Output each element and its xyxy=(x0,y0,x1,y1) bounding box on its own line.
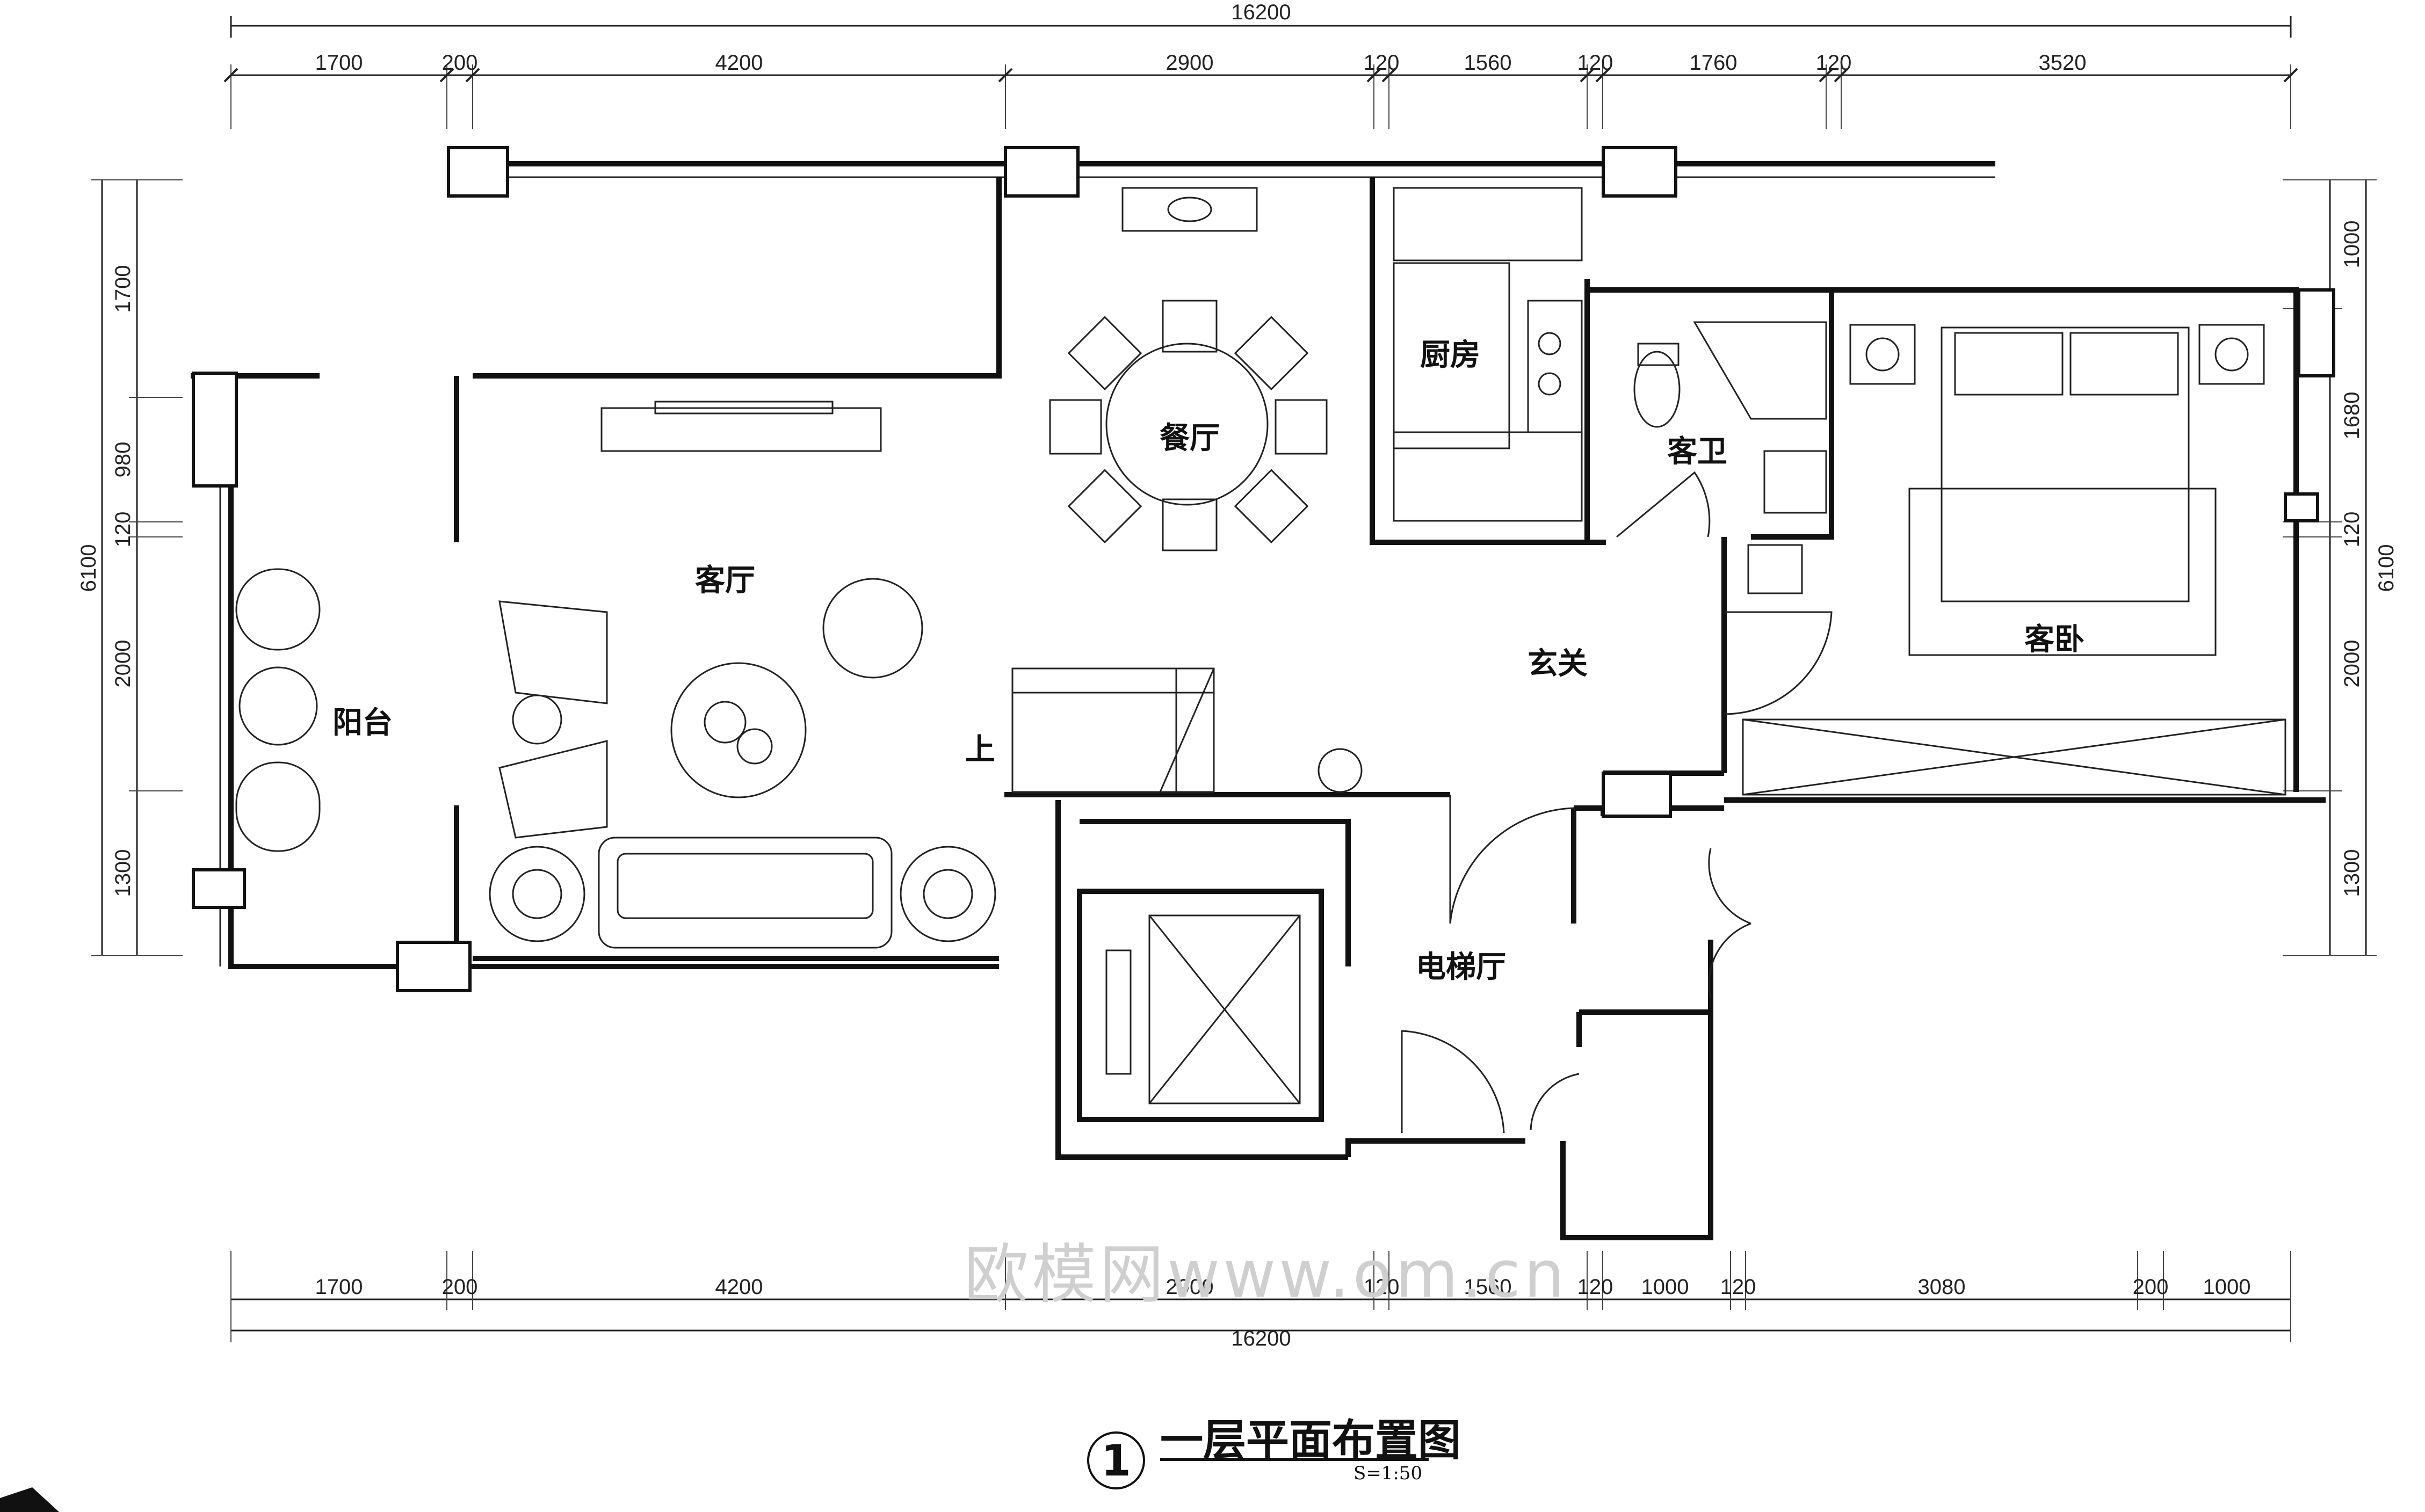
room-label-guest-bedroom: 客卧 xyxy=(2024,622,2084,657)
furniture xyxy=(235,187,2286,1133)
dim-bottom-7: 120 xyxy=(1577,1275,1613,1299)
dim-bottom-3: 4200 xyxy=(715,1275,763,1299)
dim-bottom-9: 120 xyxy=(1720,1275,1756,1299)
corner-marker xyxy=(0,1487,59,1512)
dim-left-total: 6100 xyxy=(77,544,100,592)
drawing-number-circle xyxy=(1087,1431,1145,1489)
drawing-title: 一层平面布置图 xyxy=(1160,1415,1461,1465)
room-label-entrance: 玄关 xyxy=(1528,646,1588,681)
dim-top-10: 3520 xyxy=(2039,51,2087,75)
dim-right-4: 2000 xyxy=(2340,640,2364,688)
dimension-text: 16200 1700 200 4200 2900 120 1560 120 17… xyxy=(77,1,2398,1350)
dim-left-2: 980 xyxy=(111,442,135,478)
dim-top-total: 16200 xyxy=(1231,1,1291,24)
dimension-lines xyxy=(91,16,2377,1342)
dim-right-2: 1680 xyxy=(2340,392,2364,440)
dim-right-1: 1000 xyxy=(2340,221,2364,268)
title-block: 1 一层平面布置图 S=1:50 xyxy=(1087,1415,1461,1489)
room-label-guest-bath: 客卫 xyxy=(1667,434,1727,469)
dim-bottom-6: 1560 xyxy=(1464,1275,1512,1299)
dim-bottom-8: 1000 xyxy=(1641,1275,1689,1299)
room-labels: 阳台 客厅 餐厅 厨房 客卫 玄关 客卧 电梯厅 上 xyxy=(332,338,2084,985)
dim-bottom-1: 1700 xyxy=(315,1275,363,1299)
dim-bottom-10: 3080 xyxy=(1918,1275,1966,1299)
dim-left-4: 2000 xyxy=(111,640,135,688)
dim-bottom-4: 2900 xyxy=(1166,1275,1214,1299)
walls xyxy=(191,161,2326,1240)
dim-top-1: 1700 xyxy=(315,51,363,75)
room-label-balcony: 阳台 xyxy=(332,706,393,740)
dim-top-9: 120 xyxy=(1816,51,1852,75)
dim-right-5: 1300 xyxy=(2340,849,2364,897)
dim-bottom-12: 1000 xyxy=(2203,1275,2251,1299)
room-label-kitchen: 厨房 xyxy=(1420,338,1480,373)
dim-top-7: 120 xyxy=(1577,51,1613,75)
dim-bottom-2: 200 xyxy=(442,1275,478,1299)
room-label-living: 客厅 xyxy=(695,563,755,598)
dim-right-3: 120 xyxy=(2340,512,2364,548)
drawing-number: 1 xyxy=(1101,1436,1131,1486)
room-label-elevator-hall: 电梯厅 xyxy=(1416,950,1506,985)
room-label-dining: 餐厅 xyxy=(1160,421,1220,456)
dim-left-1: 1700 xyxy=(111,265,135,313)
watermark: 欧模网www.om.cn xyxy=(964,1238,1568,1312)
dim-right-total: 6100 xyxy=(2375,544,2398,592)
drawing-scale: S=1:50 xyxy=(1353,1463,1422,1484)
dim-left-5: 1300 xyxy=(111,849,135,897)
dim-top-2: 200 xyxy=(442,51,478,75)
dim-top-3: 4200 xyxy=(715,51,763,75)
dim-top-4: 2900 xyxy=(1166,51,1214,75)
dim-bottom-total: 16200 xyxy=(1231,1327,1291,1350)
dim-top-6: 1560 xyxy=(1464,51,1512,75)
stair-up-label: 上 xyxy=(965,732,995,767)
dim-bottom-5: 120 xyxy=(1364,1275,1400,1299)
dim-top-5: 120 xyxy=(1364,51,1400,75)
columns xyxy=(192,146,2335,992)
dim-bottom-11: 200 xyxy=(2133,1275,2169,1299)
dim-left-3: 120 xyxy=(111,512,135,548)
dim-top-8: 1760 xyxy=(1690,51,1738,75)
